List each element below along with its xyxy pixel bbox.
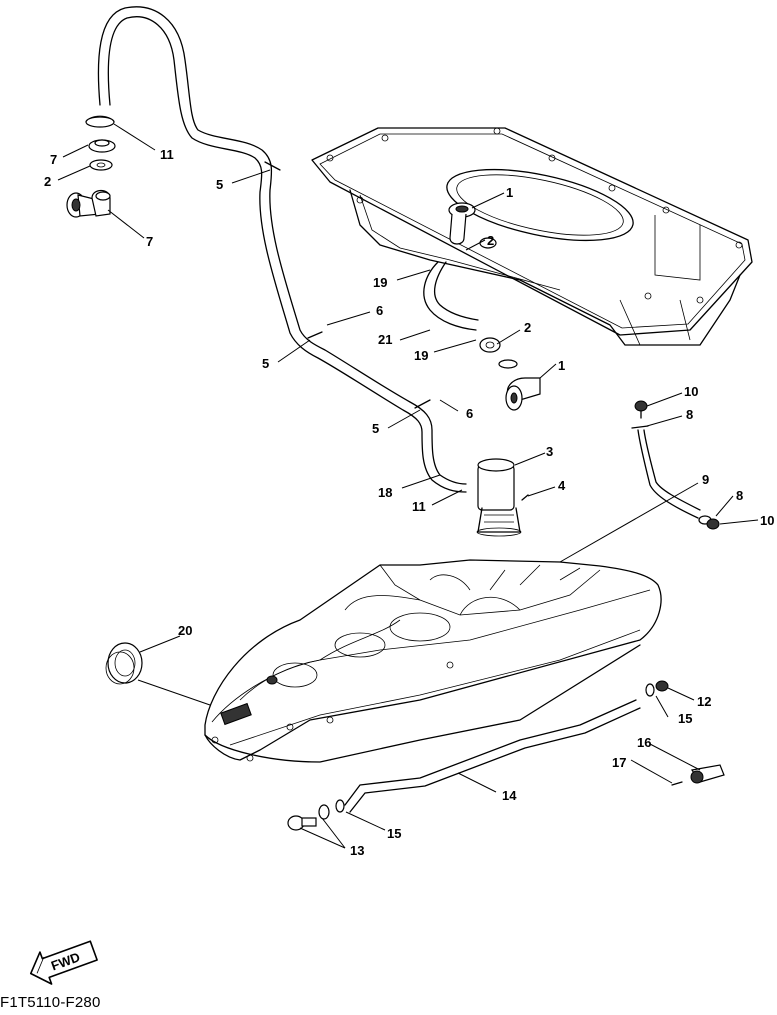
vent-hose xyxy=(97,6,467,493)
boat-hull xyxy=(204,559,662,763)
hose-clamp-lower xyxy=(414,399,431,409)
callout-4: 4 xyxy=(558,478,566,493)
callout-5: 5 xyxy=(372,421,379,436)
drain-plug-16 xyxy=(690,764,725,784)
fitting-7 xyxy=(66,189,111,218)
bilge-pump xyxy=(476,458,529,537)
clamp-8-upper xyxy=(631,425,649,429)
callout-1: 1 xyxy=(506,185,513,200)
drain-pipe-14 xyxy=(344,699,641,813)
drawing-code: F1T5110-F280 xyxy=(0,994,101,1011)
callout-8: 8 xyxy=(736,488,743,503)
callout-13: 13 xyxy=(350,843,364,858)
callout-labels: 1 1 2 2 2 3 4 5 5 5 6 6 7 7 8 8 9 10 10 … xyxy=(44,147,774,858)
deck-tub xyxy=(311,127,753,346)
drain-plug-12 xyxy=(645,680,669,697)
fwd-arrow-icon: FWD xyxy=(29,940,98,985)
hose-9 xyxy=(637,429,701,519)
callout-2: 2 xyxy=(44,174,51,189)
callout-12: 12 xyxy=(697,694,711,709)
hose-clamp-mid xyxy=(307,331,323,339)
callout-17: 17 xyxy=(612,755,626,770)
screw-17 xyxy=(671,781,683,786)
callout-15: 15 xyxy=(387,826,401,841)
callout-6: 6 xyxy=(466,406,473,421)
callout-19: 19 xyxy=(373,275,387,290)
callout-11: 11 xyxy=(412,499,426,514)
hose-19-upper xyxy=(423,261,479,331)
callout-10: 10 xyxy=(760,513,774,528)
fitting-10-lower xyxy=(698,515,720,530)
washer-2 xyxy=(89,159,113,171)
fitting-1-upper xyxy=(448,202,476,245)
elbow-fitting-2 xyxy=(479,337,501,353)
fitting-10-upper xyxy=(634,400,648,419)
callout-20: 20 xyxy=(178,623,192,638)
callout-7: 7 xyxy=(50,152,57,167)
callout-10: 10 xyxy=(684,384,698,399)
cover-20 xyxy=(105,642,143,685)
hose-clamp-11a xyxy=(85,115,115,128)
grommet-7 xyxy=(88,139,116,153)
hose-clamp-upper xyxy=(264,161,281,171)
callout-19: 19 xyxy=(414,348,428,363)
callout-1: 1 xyxy=(558,358,565,373)
callout-3: 3 xyxy=(546,444,553,459)
callout-2: 2 xyxy=(487,233,494,248)
callout-7: 7 xyxy=(146,234,153,249)
callout-11: 11 xyxy=(160,147,174,162)
callout-6: 6 xyxy=(376,303,383,318)
callout-16: 16 xyxy=(637,735,651,750)
callout-8: 8 xyxy=(686,407,693,422)
callout-5: 5 xyxy=(262,356,269,371)
callout-9: 9 xyxy=(702,472,709,487)
callout-21: 21 xyxy=(378,332,392,347)
leader-lines xyxy=(57,123,759,849)
washer-2-mid xyxy=(498,359,518,369)
drain-plug-13 xyxy=(287,799,345,831)
callout-5: 5 xyxy=(216,177,223,192)
fitting-1-lower xyxy=(505,377,541,411)
callout-2: 2 xyxy=(524,320,531,335)
callout-18: 18 xyxy=(378,485,392,500)
callout-14: 14 xyxy=(502,788,517,803)
callout-15: 15 xyxy=(678,711,692,726)
